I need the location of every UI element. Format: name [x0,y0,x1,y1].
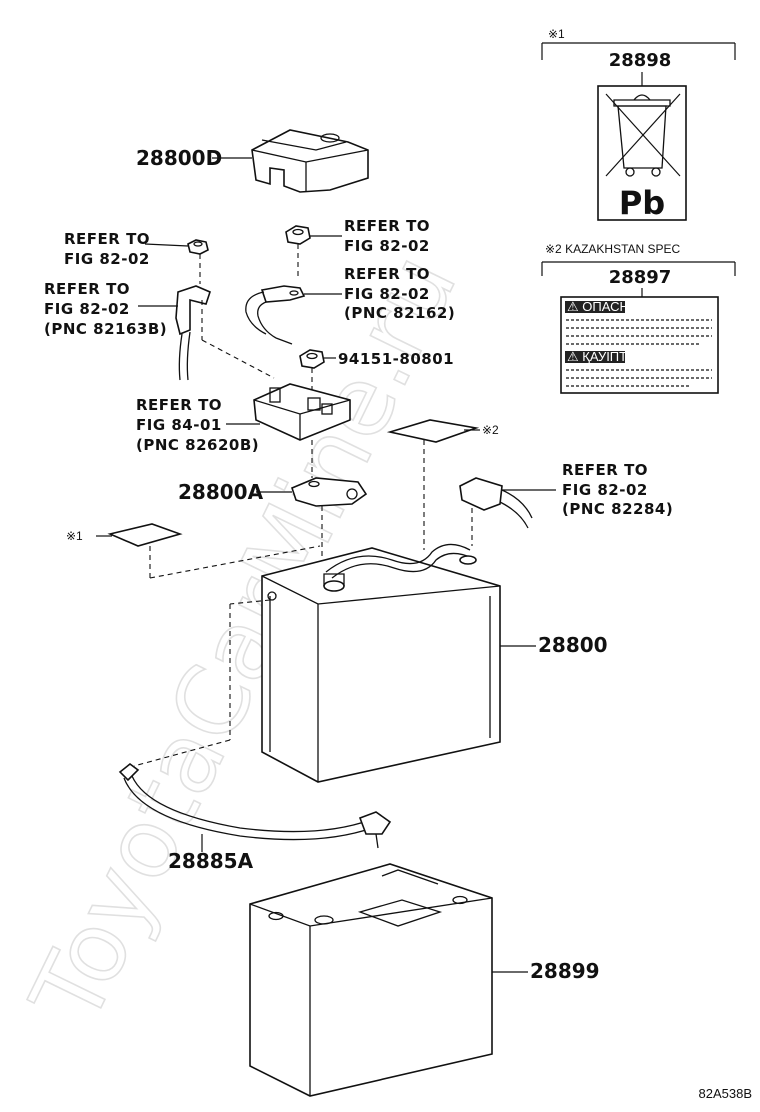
sticker-kazakhstan [386,419,480,550]
figure-code: 82A538B [699,1086,753,1101]
refer-conn-right-line1: REFER TO [562,461,648,479]
fuse-block-pnc-82620b [226,383,351,478]
terminal-cover-28800D [212,129,369,193]
part-number-28897: 28897 [609,267,672,288]
battery-28800 [261,543,536,783]
sticker-left [96,523,321,579]
refer-conn-left-line1: REFER TO [44,280,130,298]
part-number-28800D: 28800D [136,146,222,170]
box2-note: ※2 KAZAKHSTAN SPEC [545,242,681,256]
refer-fuse-line1: REFER TO [136,396,222,414]
part-number-28800A: 28800A [178,480,264,504]
part-number-28899: 28899 [530,959,600,983]
refer-fuse-line2: FIG 84-01 [136,416,222,434]
refer-cable-top-line3: (PNC 82162) [344,304,455,322]
box1-note: ※1 [548,27,565,41]
label-box-28897: ※2 KAZAKHSTAN SPEC 28897 ⚠ ОПАСНО! ⚠ ҚАУ… [541,242,736,394]
label-lines-1 [566,319,712,345]
warning-text-2: ⚠ ҚАУІПТІ [567,349,631,364]
refer-cable-top-line2: FIG 82-02 [344,285,430,303]
refer-fuse-line3: (PNC 82620B) [136,436,259,454]
connector-right-pnc-82284 [459,477,556,546]
connector-left-pnc-82163b [138,285,275,381]
refer-conn-right-line3: (PNC 82284) [562,500,673,518]
pb-badge: Pb [619,184,665,222]
refer-nut-left-line1: REFER TO [64,230,150,248]
refer-conn-left-line3: (PNC 82163B) [44,320,167,338]
part-number-28898: 28898 [609,50,672,71]
note-mark-1-left: ※1 [66,529,83,543]
warning-text-1: ⚠ ОПАСНО! [567,299,643,314]
label-lines-2 [566,369,712,387]
refer-cable-top-line1: REFER TO [344,265,430,283]
part-number-28885A: 28885A [168,849,254,873]
crossed-wheelie-bin-icon: Pb [605,93,681,222]
vent-hose-28885A [118,599,392,852]
part-number-94151-80801: 94151-80801 [338,350,454,368]
nut-94151-80801 [299,349,336,392]
refer-conn-right-line2: FIG 82-02 [562,481,648,499]
label-box-28898: ※1 28898 Pb [541,27,736,222]
refer-nut-top-line2: FIG 82-02 [344,237,430,255]
nut-left [144,239,209,284]
note-mark-2: ※2 [482,423,499,437]
refer-conn-left-line2: FIG 82-02 [44,300,130,318]
nut-top [285,225,342,280]
battery-cable-pnc-82162 [245,285,342,345]
refer-nut-left-line2: FIG 82-02 [64,250,150,268]
refer-nut-top-line1: REFER TO [344,217,430,235]
battery-case-28899 [249,863,528,1097]
terminal-clamp-28800A [256,477,368,570]
part-number-28800: 28800 [538,633,608,657]
